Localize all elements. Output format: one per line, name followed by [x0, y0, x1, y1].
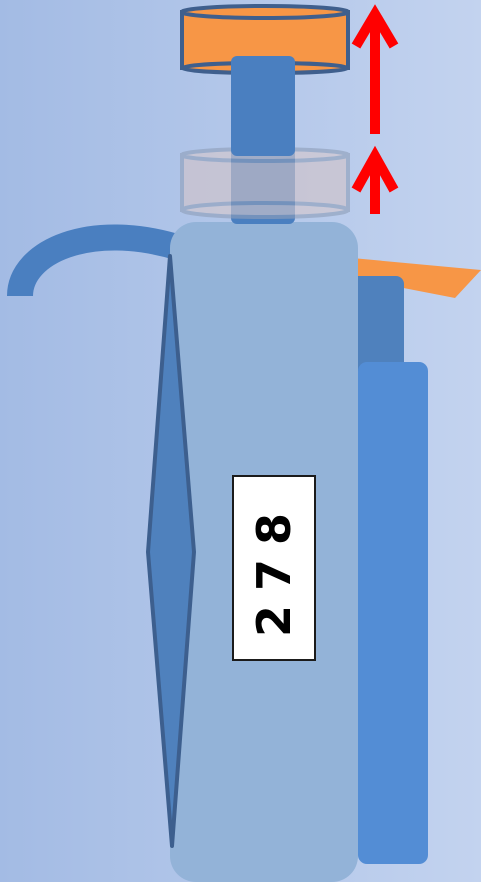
pump-rod-top — [231, 56, 295, 156]
faded-cap — [182, 149, 348, 217]
reservoir-tube — [358, 362, 428, 864]
counter-value: 278 — [247, 499, 301, 637]
counter-label: 278 — [232, 475, 316, 661]
